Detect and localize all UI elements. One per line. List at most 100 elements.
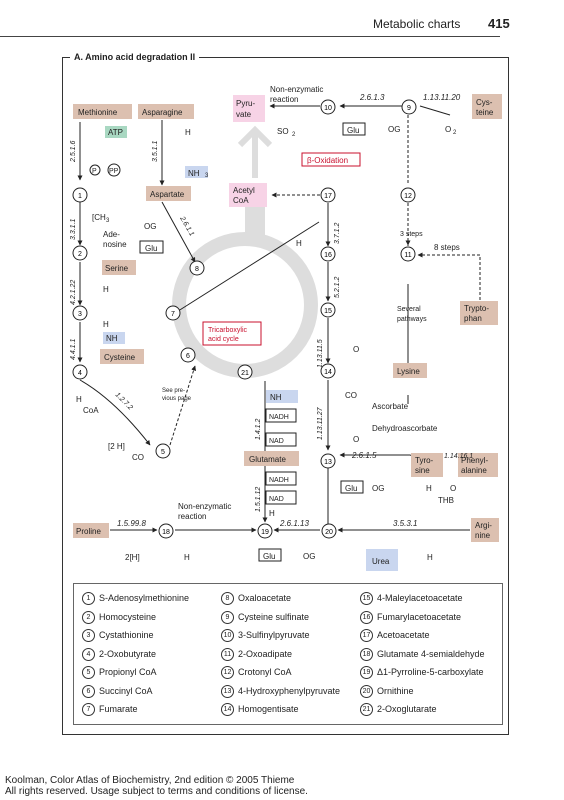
asparagine-label: Asparagine xyxy=(142,108,183,117)
nonenzymatic-label-3: Non-enzymatic xyxy=(178,502,231,511)
ec-11311115: 1.13.11.5 xyxy=(317,339,324,368)
ec-1131120: 1.13.11.20 xyxy=(423,93,461,102)
serine-label: Serine xyxy=(105,264,129,273)
node-11: 11 xyxy=(400,246,416,262)
nh3-subscript-1: 3 xyxy=(205,173,209,179)
vertical-ec-labels: 2.5.1.6 3.5.1.1 3.3.1.1 2.6.1.1 3.7.1.2 … xyxy=(70,140,341,512)
node-number: 18 xyxy=(162,529,170,536)
node-number: 15 xyxy=(324,308,332,315)
node-2: 2 xyxy=(72,245,88,261)
beta-oxidation-label: β-Oxidation xyxy=(307,156,348,165)
node-number: 4 xyxy=(78,370,82,377)
phenylalanine-label-2: alanine xyxy=(461,466,487,475)
node-12: 12 xyxy=(400,187,416,203)
h2o-label-bottom-2: H xyxy=(427,553,433,562)
tryptophan-label-1: Trypto- xyxy=(464,304,489,313)
nadh-label-1: NADH xyxy=(269,414,289,421)
lysine-label: Lysine xyxy=(397,367,420,376)
legend-number: 1 xyxy=(82,592,95,605)
legend-number: 6 xyxy=(82,684,95,698)
diagram-labels: Methionine Asparagine Pyru- vate Non-enz… xyxy=(76,85,494,566)
h2o-label-bottom-1: H xyxy=(184,553,190,562)
dehydroascorbate-label: Dehydroascorbate xyxy=(372,424,438,433)
adenosine-label-2: nosine xyxy=(103,240,127,249)
node-number: 17 xyxy=(324,193,332,200)
pyrophosphate-label: PP xyxy=(109,168,119,175)
ch3-subscript: 3 xyxy=(106,218,110,224)
node-20: 20 xyxy=(321,523,337,539)
ec-11311127: 1.13.11.27 xyxy=(317,406,324,440)
node-number: 2 xyxy=(78,251,82,258)
acetyl-coa-label-1: Acetyl xyxy=(233,186,255,195)
h2o-label-serine: H xyxy=(103,285,109,294)
tca-label-1: Tricarboxylic xyxy=(208,327,248,334)
ec-52112: 5.2.1.2 xyxy=(334,276,341,298)
glu-label-bottom: Glu xyxy=(263,552,275,561)
methionine-label: Methionine xyxy=(78,108,118,117)
header-rule xyxy=(0,36,500,37)
tyrosine-label-1: Tyro- xyxy=(415,456,434,465)
pathway-arrows xyxy=(77,103,470,533)
ec-42122: 4.2.1.22 xyxy=(70,280,77,305)
node-number: 21 xyxy=(241,370,249,377)
co2-label-left: CO xyxy=(132,453,144,462)
arginine-label-2: nine xyxy=(475,531,491,540)
legend-name: Acetoacetate xyxy=(377,629,430,640)
page-header: Metabolic charts 415 xyxy=(0,0,564,40)
aspartate-label: Aspartate xyxy=(150,190,185,199)
several-pathways-label-1: Several xyxy=(397,306,421,313)
legend-number: 5 xyxy=(82,666,95,679)
methionine-box xyxy=(73,104,132,119)
ec-3712: 3.7.1.2 xyxy=(334,222,341,244)
legend-name: 4-Hydroxyphenylpyruvate xyxy=(238,685,341,696)
legend-name: Cysteine sulfinate xyxy=(238,611,310,622)
node-number: 12 xyxy=(404,193,412,200)
header-title: Metabolic charts xyxy=(373,17,461,31)
cysteine-top-label-1: Cys- xyxy=(476,98,493,107)
legend-name: 2-Oxobutyrate xyxy=(99,648,157,659)
legend-name: Glutamate 4-semialdehyde xyxy=(377,648,485,659)
nonenzymatic-label-1: Non-enzymatic xyxy=(270,85,323,94)
node-number: 9 xyxy=(407,105,411,112)
glutamate-label: Glutamate xyxy=(249,455,286,464)
several-pathways-label-2: pathways xyxy=(397,316,427,323)
three-steps-label: 3 steps xyxy=(400,231,423,238)
dashed-arrows xyxy=(169,115,481,446)
o2-top-subscript: 2 xyxy=(453,130,457,136)
acetyl-coa-label-2: CoA xyxy=(233,196,249,205)
node-number: 20 xyxy=(325,529,333,536)
node-16: 16 xyxy=(320,246,336,262)
pyruvate-label-2: vate xyxy=(236,110,252,119)
h2o-label-thb: H xyxy=(426,484,432,493)
node-number: 10 xyxy=(324,105,332,112)
node-13: 13 xyxy=(320,453,336,469)
ec-2611: 2.6.1.1 xyxy=(178,215,195,238)
legend-name: Oxaloacetate xyxy=(238,592,292,603)
eight-steps-label: 8 steps xyxy=(434,243,460,252)
legend-number: 7 xyxy=(82,703,95,716)
thb-label: THB xyxy=(438,496,454,505)
ascorbate-label: Ascorbate xyxy=(372,402,409,411)
nonenzymatic-label-4: reaction xyxy=(178,512,206,521)
o2-label-top: O xyxy=(445,125,451,134)
panel-title: A. Amino acid degradation II xyxy=(70,52,200,62)
proline-label: Proline xyxy=(76,527,101,536)
legend-number: 14 xyxy=(221,703,234,716)
nad-label-2: NAD xyxy=(269,496,284,503)
ec-1272: 1.2.7.2 xyxy=(114,391,134,411)
legend-number: 21 xyxy=(360,703,373,716)
nadh-label-2: NADH xyxy=(269,477,289,484)
legend-name: Crotonyl CoA xyxy=(238,666,292,677)
ec-2613: 2.6.1.3 xyxy=(359,93,385,102)
